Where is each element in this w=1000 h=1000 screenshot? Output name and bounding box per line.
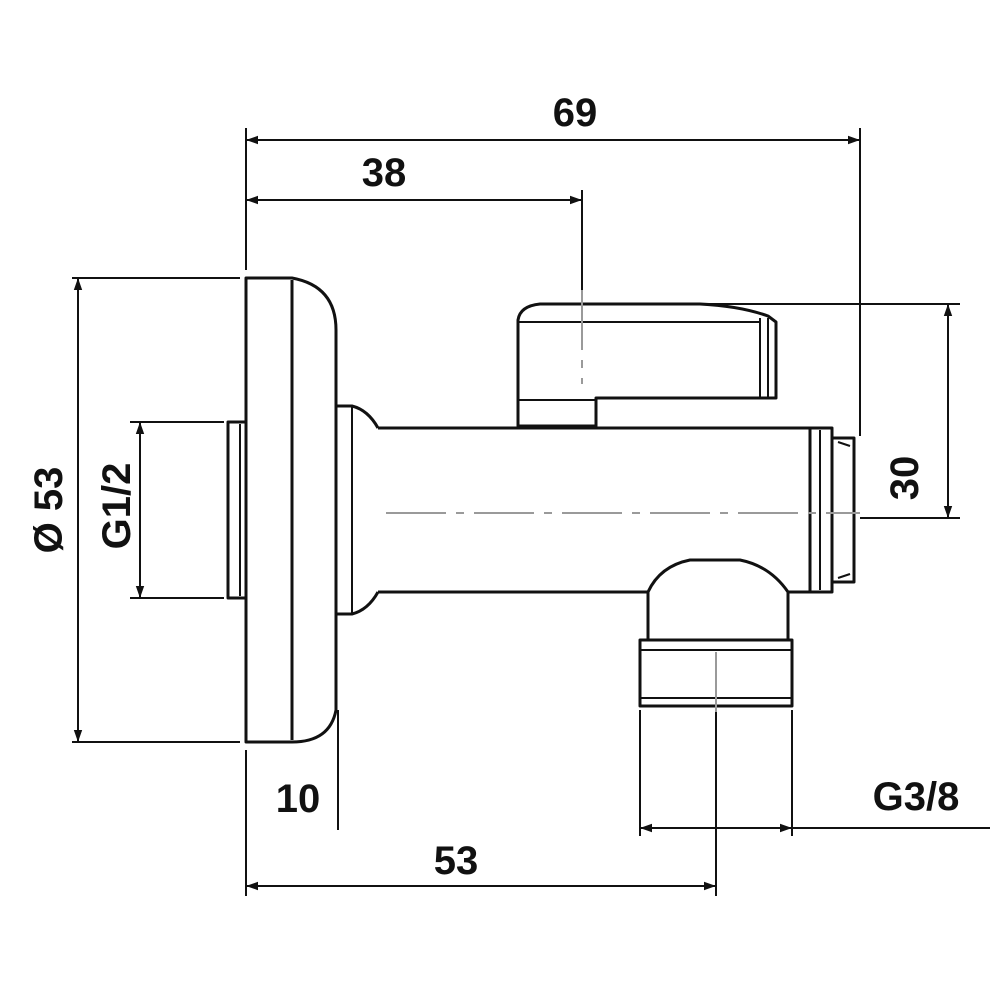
dimension-labels: 69 38 Ø 53 G1/2 30 10 53 G3/8 [27,91,959,883]
label-outlet-thread: G3/8 [873,775,960,819]
dimension-lines [73,135,953,891]
label-flange-thickness: 10 [276,777,321,821]
body-neck [336,404,380,616]
valve-body [226,276,856,744]
centerlines [386,290,860,712]
label-flange-diameter: Ø 53 [27,467,71,554]
extension-lines [72,128,990,896]
outlet-shoulder [646,558,790,640]
label-inlet-thread: G1/2 [95,463,139,550]
label-outlet-position: 53 [434,839,479,883]
inlet-thread [226,420,248,600]
end-nut [830,436,856,584]
label-overall-length: 69 [553,91,598,135]
label-handle-position: 38 [362,151,407,195]
label-handle-height: 30 [883,456,927,501]
